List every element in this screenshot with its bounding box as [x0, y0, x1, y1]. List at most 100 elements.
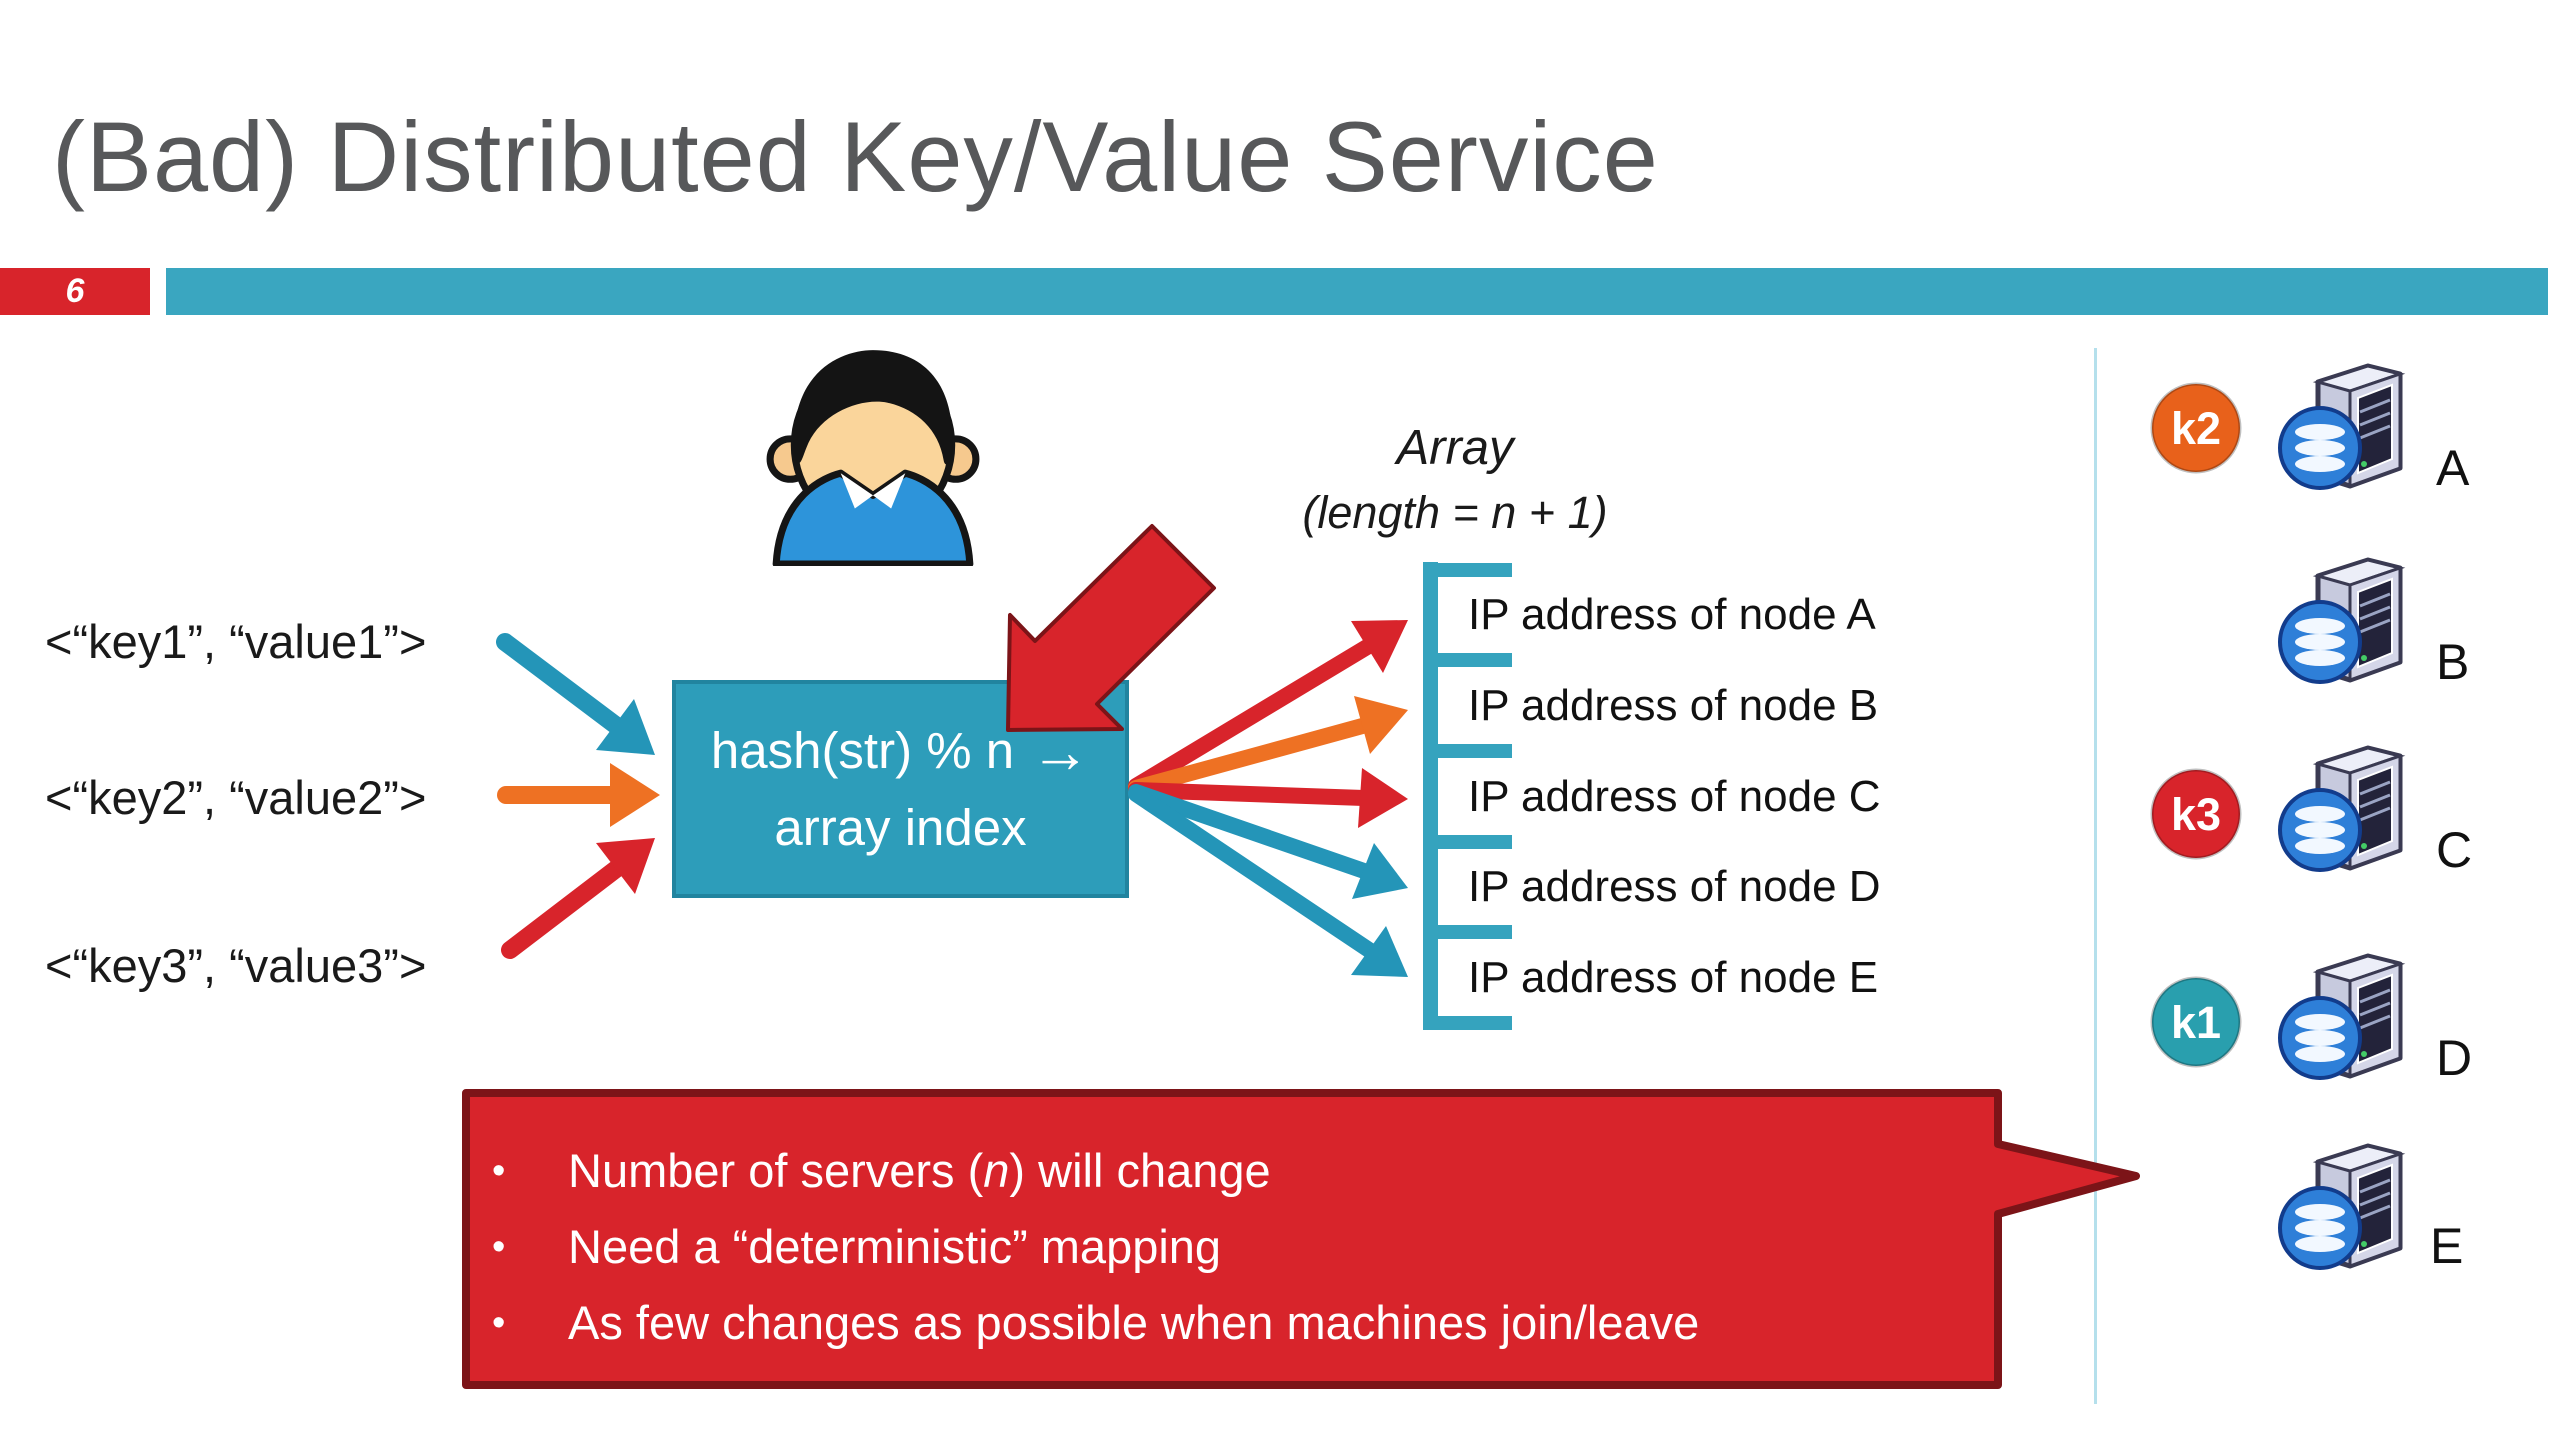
- array-title: Array: [1396, 421, 1514, 475]
- bullet-1-pre: Number of servers (: [568, 1144, 984, 1197]
- db-disk: [2295, 634, 2345, 650]
- top-accent-bar: [166, 268, 2548, 315]
- array-tick-0: [1423, 563, 1512, 577]
- fanout-c-head: [1358, 768, 1408, 828]
- key2-arrow-head: [610, 763, 660, 827]
- bullet-dot-icon: •: [492, 1150, 506, 1192]
- key1-badge-circle: [2150, 976, 2242, 1068]
- server-led: [2361, 461, 2367, 467]
- callout-bullet-2-text: Need a “deterministic” mapping: [568, 1218, 1221, 1276]
- fanout-b-shaft: [1128, 717, 1374, 796]
- server-vents: [2359, 398, 2391, 440]
- hash-box-line2: array index: [774, 798, 1027, 856]
- collar-left: [840, 473, 873, 509]
- key1-arrow-head: [596, 699, 655, 755]
- fanout-arrow-b: [1128, 696, 1408, 796]
- db-disk: [2295, 456, 2345, 472]
- array-tick-3: [1423, 835, 1512, 849]
- server-tower-icon: [2278, 1143, 2406, 1270]
- bullet-1-em: n: [983, 1144, 1010, 1197]
- key3-badge-circle: [2150, 768, 2242, 860]
- server-vents: [2359, 988, 2391, 1030]
- db-disk: [2295, 1030, 2345, 1046]
- array-tick-4: [1423, 925, 1512, 939]
- slide-number: 6: [65, 272, 85, 310]
- server-led: [2361, 655, 2367, 661]
- array-tick-5: [1423, 1016, 1512, 1030]
- arrow-right-glyph: →: [1030, 717, 1091, 785]
- array-subtitle: (length = n + 1): [1302, 487, 1608, 538]
- key3-badge: k3: [2150, 768, 2242, 860]
- db-disk: [2295, 1046, 2345, 1062]
- server-panel: [2357, 383, 2393, 475]
- array-tick-2: [1423, 744, 1512, 758]
- callout-bullet-2: • Need a “deterministic” mapping: [492, 1218, 1221, 1276]
- server-vents: [2359, 1178, 2391, 1220]
- array-bracket-spine: [1423, 562, 1438, 1030]
- fanout-a-head: [1351, 620, 1408, 673]
- db-disk: [2295, 1236, 2345, 1252]
- callout-bullet-3: • As few changes as possible when machin…: [492, 1294, 1699, 1352]
- fanout-e-head: [1351, 926, 1408, 977]
- bullet-dot-icon: •: [492, 1302, 506, 1344]
- server-tower-icon: [2278, 953, 2406, 1080]
- db-disk: [2295, 650, 2345, 666]
- vertical-divider: [2094, 348, 2097, 1404]
- array-cell-node-e: IP address of node E: [1468, 953, 1879, 1002]
- db-disk: [2295, 1204, 2345, 1220]
- bullet-1-post: ) will change: [1009, 1144, 1271, 1197]
- bullet-2-pre: Need a “deterministic” mapping: [568, 1220, 1222, 1273]
- fanout-d-head: [1352, 843, 1408, 899]
- key2-badge-circle: [2150, 382, 2242, 474]
- server-panel: [2357, 765, 2393, 857]
- key1-value1-label: <“key1”, “value1”>: [45, 615, 427, 668]
- callout-bullet-1-text: Number of servers (n) will change: [568, 1142, 1271, 1200]
- server-d-label: D: [2436, 1030, 2473, 1086]
- server-panel: [2357, 973, 2393, 1065]
- fanout-d-shaft: [1128, 784, 1375, 880]
- person-icon: [766, 350, 980, 566]
- key3-badge-text: k3: [2171, 789, 2221, 840]
- db-disk: [2295, 822, 2345, 838]
- array-tick-1: [1423, 653, 1512, 667]
- server-vents: [2359, 592, 2391, 634]
- fanout-b-head: [1354, 696, 1408, 754]
- fanout-c-shaft: [1128, 782, 1372, 806]
- server-led: [2361, 1241, 2367, 1247]
- fanout-arrow-a: [1128, 620, 1408, 794]
- fanout-arrow-e: [1128, 786, 1408, 977]
- db-disk: [2295, 1220, 2345, 1236]
- page-title: (Bad) Distributed Key/Value Service: [52, 101, 1659, 212]
- slide-number-badge: 6: [0, 268, 150, 315]
- callout-bullet-1: • Number of servers (n) will change: [492, 1142, 1271, 1200]
- db-disk: [2295, 1014, 2345, 1030]
- server-b-label: B: [2436, 634, 2470, 690]
- fanout-e-shaft: [1128, 786, 1380, 960]
- key3-arrow-head: [596, 838, 655, 894]
- collar-right: [873, 473, 906, 509]
- server-led: [2361, 1051, 2367, 1057]
- key2-badge-text: k2: [2171, 403, 2221, 454]
- key2-value2-label: <“key2”, “value2”>: [45, 771, 427, 824]
- server-tower-icon: [2278, 363, 2406, 490]
- server-panel: [2357, 1163, 2393, 1255]
- server-e-label: E: [2430, 1218, 2464, 1274]
- hash-box-line1: hash(str) % n →: [711, 713, 1090, 790]
- server-a-label: A: [2436, 440, 2470, 496]
- key1-badge: k1: [2150, 976, 2242, 1068]
- hash-expression: hash(str) % n: [710, 721, 1015, 779]
- bullet-dot-icon: •: [492, 1226, 506, 1268]
- db-disk: [2295, 424, 2345, 440]
- key2-badge: k2: [2150, 382, 2242, 474]
- hair: [793, 350, 953, 465]
- array-cell-node-a: IP address of node A: [1468, 590, 1876, 639]
- key1-arrow-shaft: [496, 633, 627, 736]
- key1-badge-text: k1: [2171, 997, 2221, 1048]
- server-led: [2361, 843, 2367, 849]
- key3-arrow-shaft: [501, 857, 629, 959]
- server-tower-icon: [2278, 557, 2406, 684]
- fanout-arrow-c: [1128, 768, 1408, 828]
- key3-value3-label: <“key3”, “value3”>: [45, 939, 427, 992]
